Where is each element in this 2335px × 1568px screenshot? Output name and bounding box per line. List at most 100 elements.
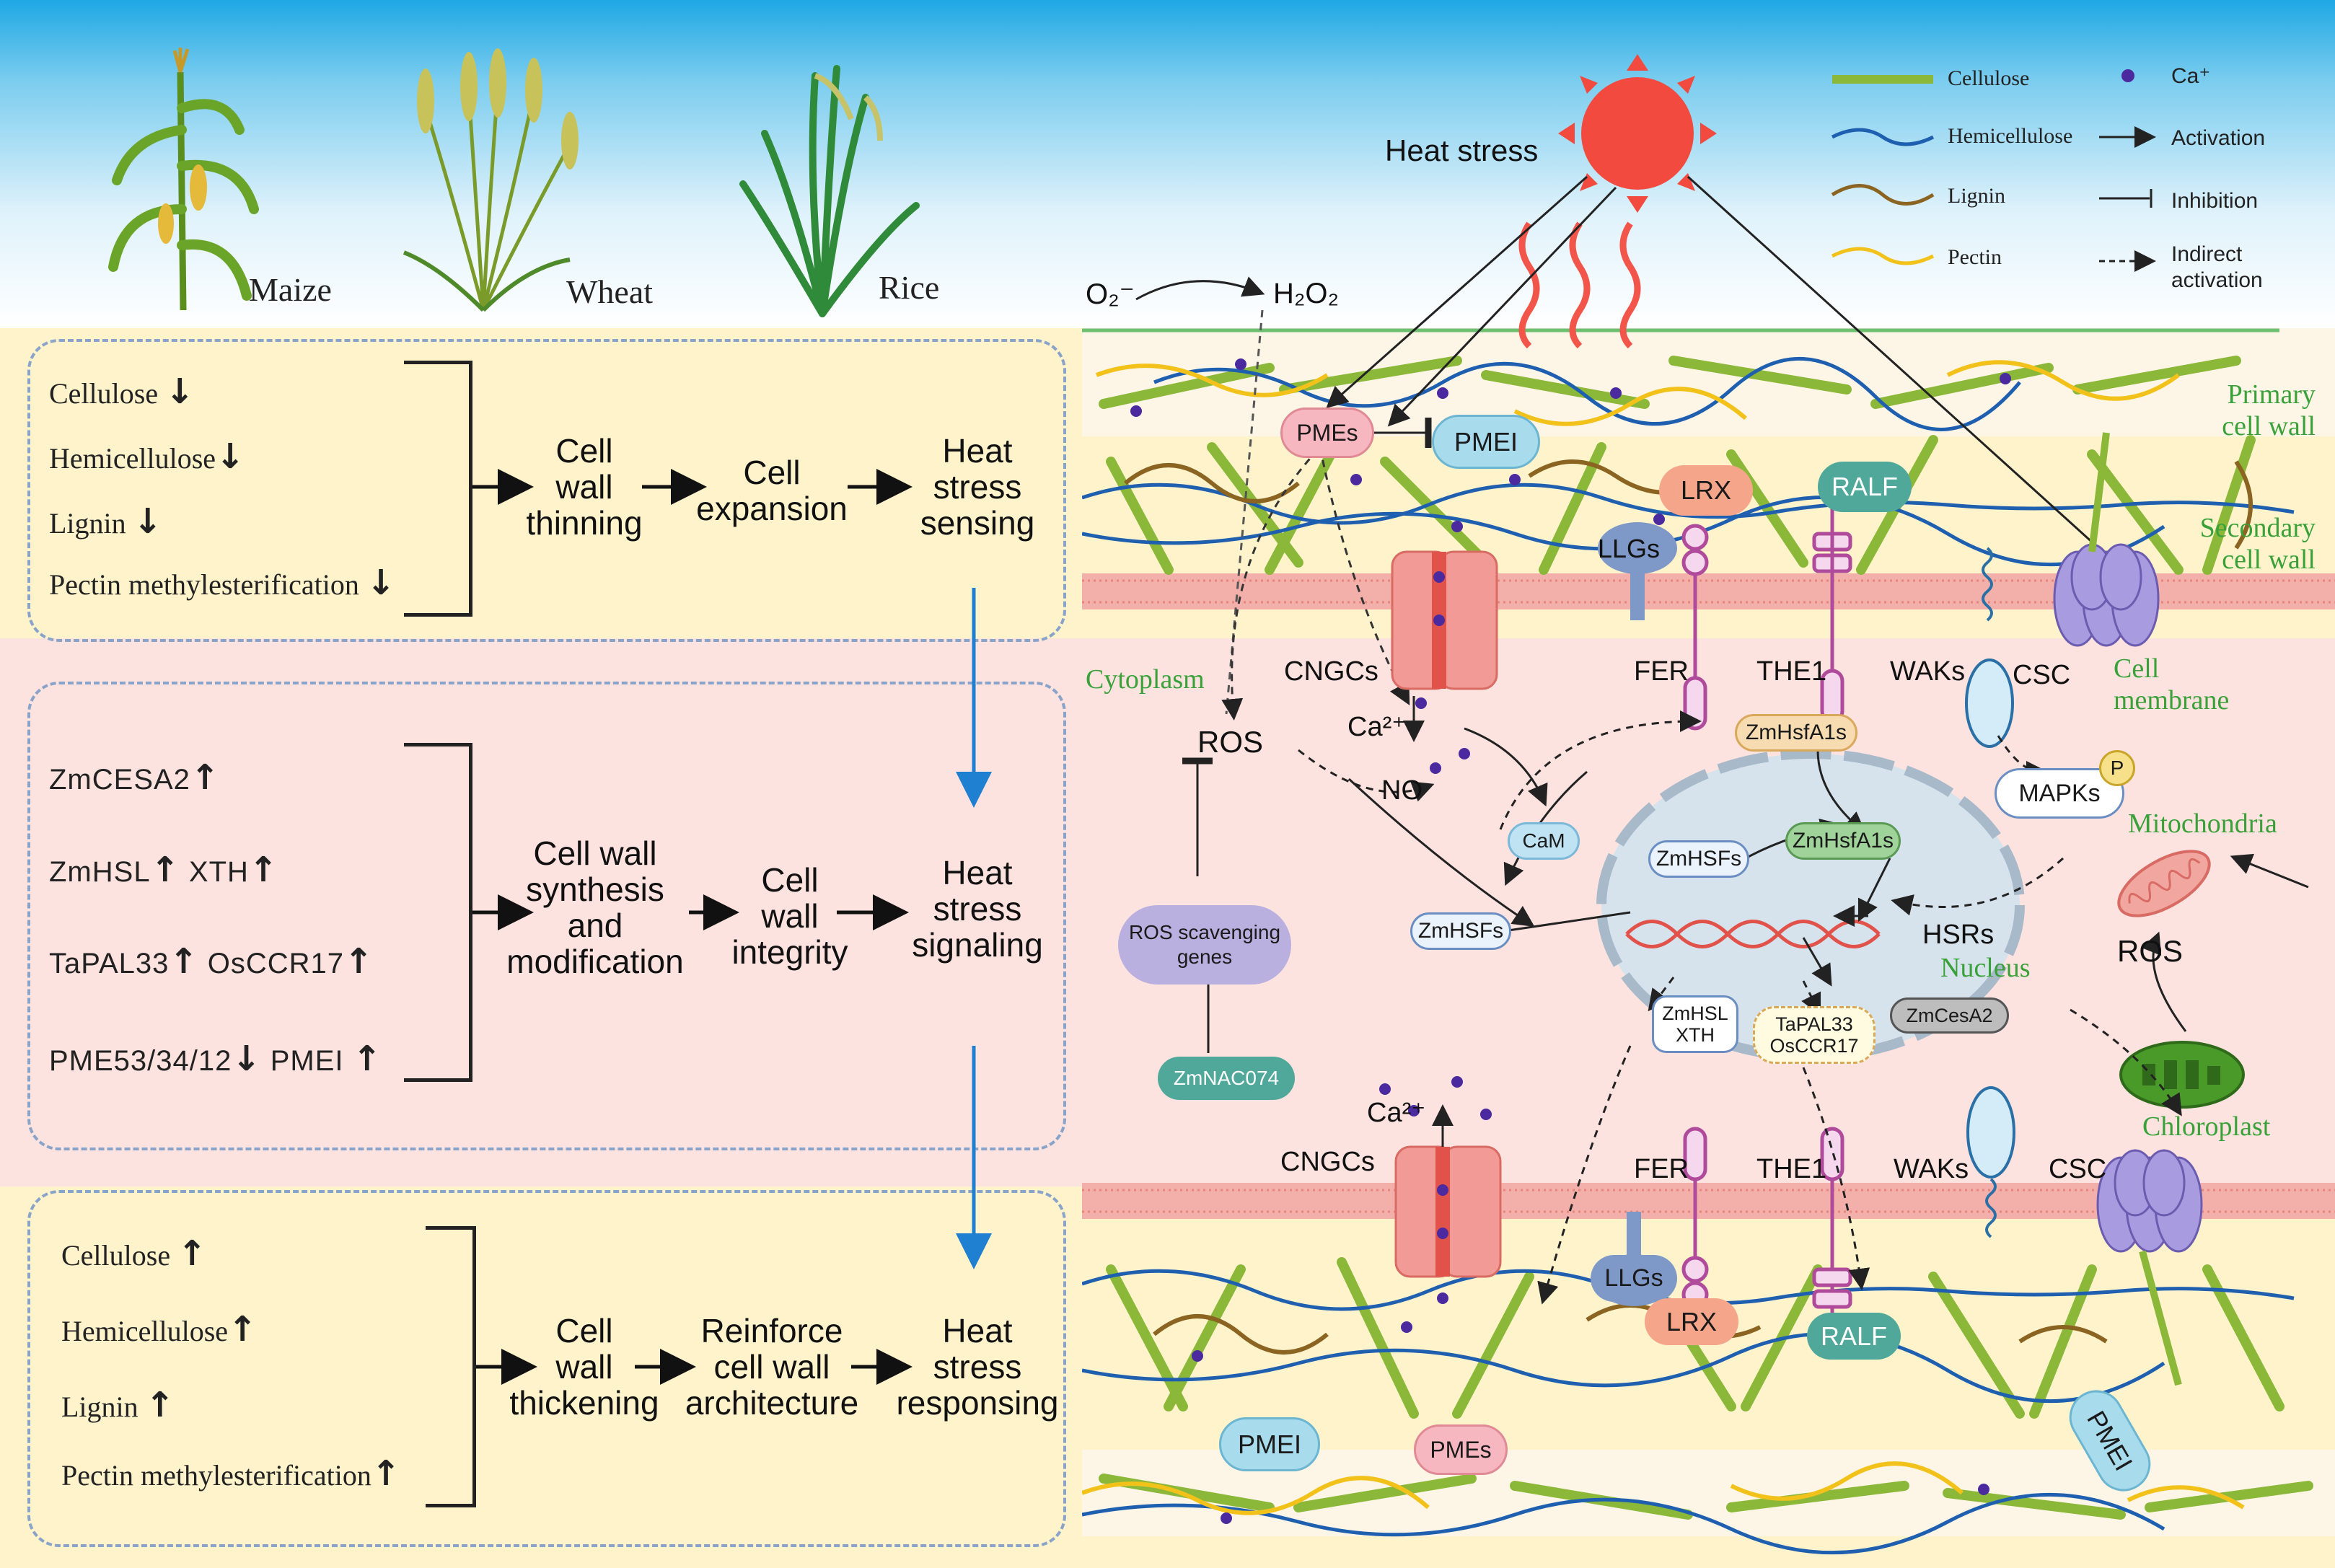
- gene-zmhsl-xth: ZmHSL↑ XTH↑: [49, 850, 279, 890]
- waks-receptor-top: [1965, 547, 2014, 748]
- ralf-bottom: RALF: [1807, 1313, 1901, 1360]
- stage1-step-3: Heat stress sensing: [920, 432, 1035, 542]
- left-panel-arrows: [472, 469, 992, 1385]
- stage1-box: [27, 339, 1066, 642]
- csc-bottom-label: CSC: [2049, 1154, 2107, 1184]
- calcium-dots: [1130, 358, 2011, 1524]
- the1-top-label: THE1: [1756, 656, 1827, 687]
- o2-label: O₂⁻: [1086, 278, 1135, 310]
- heat-stress-label: Heat stress: [1385, 133, 1539, 167]
- fer-receptor-top: [1681, 524, 1709, 731]
- gene-tapal33-osccr17: TaPAL33↑ OsCCR17↑: [49, 941, 374, 982]
- fer-bottom-label: FER: [1634, 1154, 1689, 1184]
- gene-zmcesa2: ZmCESA2↑: [49, 757, 221, 798]
- sky-background: [0, 0, 2335, 328]
- crop-illustrations: [108, 48, 920, 317]
- heat-waves-icon: [1518, 221, 1641, 349]
- maize-plant-icon: [108, 48, 259, 311]
- zmhsfa1s-top: ZmHsfA1s: [1735, 714, 1857, 752]
- stage1-bracket: [404, 361, 472, 617]
- ros-label: ROS: [1197, 725, 1264, 759]
- the1-receptor-bottom: [1812, 1127, 1852, 1320]
- csc-complex-top: [2053, 432, 2160, 647]
- chloroplast-label: Chloroplast: [2142, 1111, 2271, 1142]
- cell-diagram: [1082, 54, 2335, 1555]
- stage1-cellulose: Cellulose ↓: [49, 371, 195, 412]
- zmnac074-node: ZmNAC074: [1158, 1057, 1295, 1100]
- pmes-bottom: PMEs: [1414, 1424, 1508, 1475]
- stage3-cellulose: Cellulose ↑: [61, 1233, 207, 1274]
- legend-activation: Activation: [2171, 126, 2266, 150]
- stage2-bracket: [404, 743, 472, 1082]
- the1-bottom-label: THE1: [1756, 1154, 1827, 1184]
- waks-top-label: WAKs: [1890, 656, 1966, 687]
- ca2-top-label: Ca²⁺: [1347, 712, 1407, 742]
- legend-inhibition: Inhibition: [2171, 189, 2259, 213]
- maize-label: Maize: [249, 271, 332, 308]
- fer-receptor-bottom: [1681, 1127, 1709, 1308]
- zmhsfa1s-nucleus: ZmHsfA1s: [1785, 822, 1901, 860]
- zmhsfs-nucleus: ZmHSFs: [1648, 840, 1749, 878]
- stage1-step-2: Cell expansion: [696, 454, 848, 527]
- no-label: NO: [1381, 775, 1422, 806]
- pmei-bottom-left: PMEI: [1219, 1417, 1320, 1471]
- mitochondria-label: Mitochondria: [2128, 809, 2277, 839]
- stage1-pectin: Pectin methylesterification ↓: [49, 563, 396, 603]
- stage3-box: [27, 1190, 1066, 1547]
- csc-complex-bottom: [2096, 1149, 2203, 1386]
- ros-scavenging-genes: ROS scavenging genes: [1118, 905, 1291, 985]
- stage2-box: [27, 682, 1066, 1150]
- cngc-channel-bottom: [1394, 1145, 1502, 1278]
- pmes-top: PMEs: [1280, 408, 1374, 458]
- legend-indirect: Indirect activation: [2171, 242, 2263, 292]
- ralf-top: RALF: [1818, 462, 1912, 512]
- nucleus-label: Nucleus: [1940, 953, 2031, 983]
- chloroplast-icon: [2119, 1041, 2245, 1109]
- lrx-bottom: LRX: [1645, 1298, 1738, 1345]
- pmei-top: PMEI: [1432, 415, 1540, 469]
- stage3-bracket: [426, 1226, 476, 1507]
- h2o2-label: H₂O₂: [1273, 278, 1340, 309]
- legend-pectin: Pectin: [1948, 245, 2002, 269]
- zmcesa2-node: ZmCesA2: [1890, 997, 2009, 1034]
- tapal33-osccr17-node: TaPAL33 OsCCR17: [1753, 1006, 1876, 1064]
- the1-receptor-top: [1812, 505, 1852, 723]
- hsrs-label: HSRs: [1922, 920, 1995, 950]
- secondary-cell-wall-label: Secondary cell wall: [2199, 513, 2316, 575]
- stage1-hemicellulose: Hemicellulose↓: [49, 436, 245, 477]
- stage3-hemicellulose: Hemicellulose↑: [61, 1309, 258, 1349]
- fer-top-label: FER: [1634, 656, 1689, 687]
- stage2-step-2: Cell wall integrity: [731, 861, 848, 971]
- llgs-top-label: LLGs: [1598, 534, 1661, 563]
- mitochondria-icon: [2117, 850, 2211, 917]
- primary-cell-wall-label: Primary cell wall: [2222, 379, 2316, 441]
- zmhsfs-cytoplasm: ZmHSFs: [1410, 912, 1511, 950]
- cngcs-top-label: CNGCs: [1284, 656, 1378, 687]
- legend-ca: Ca⁺: [2171, 64, 2211, 88]
- legend-cellulose: Cellulose: [1948, 66, 2030, 90]
- pectin-strands-top: [1095, 360, 2180, 426]
- gene-pme-pmei: PME53/34/12↓ PMEI ↑: [49, 1039, 382, 1079]
- waks-receptor-bottom: [1966, 1086, 2015, 1238]
- stage3-step-1: Cell wall thickening: [509, 1312, 659, 1422]
- waks-bottom-label: WAKs: [1894, 1154, 1969, 1184]
- cngc-channel-top: [1391, 550, 1498, 690]
- cam-node: CaM: [1508, 822, 1580, 860]
- stage3-pectin: Pectin methylesterification↑: [61, 1453, 401, 1494]
- stage2-step-1: Cell wall synthesis and modification: [506, 834, 684, 980]
- legend-glyphs: [1831, 69, 2156, 272]
- ros-mito-label: ROS: [2117, 934, 2184, 968]
- pectin-strands-bottom: [1082, 1461, 2245, 1515]
- llgs-bottom: LLGs: [1591, 1255, 1677, 1302]
- wheat-label: Wheat: [566, 273, 654, 310]
- cell-membrane-label: Cell membrane: [2114, 653, 2230, 715]
- zmhsl-xth-node: ZmHSL XTH: [1652, 995, 1738, 1053]
- stage1-step-1: Cell wall thinning: [526, 432, 643, 542]
- stage3-step-3: Heat stress responsing: [896, 1312, 1059, 1422]
- phospho-badge: P: [2099, 750, 2135, 786]
- legend-hemicellulose: Hemicellulose: [1948, 124, 2073, 148]
- cytoplasm-label: Cytoplasm: [1086, 664, 1205, 695]
- csc-top-label: CSC: [2013, 660, 2071, 690]
- cngcs-bottom-label: CNGCs: [1280, 1147, 1375, 1177]
- stage3-step-2: Reinforce cell wall architecture: [685, 1312, 859, 1422]
